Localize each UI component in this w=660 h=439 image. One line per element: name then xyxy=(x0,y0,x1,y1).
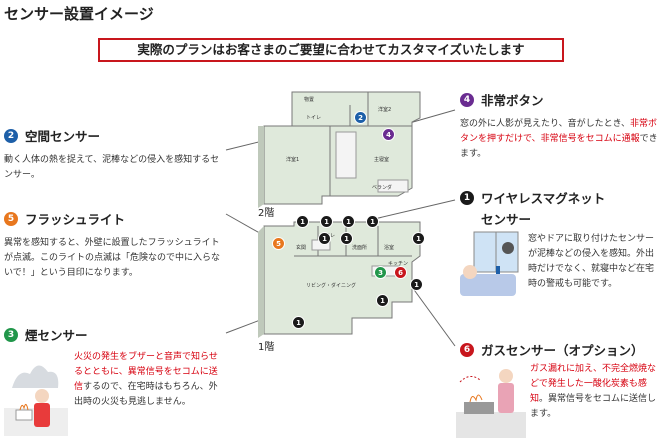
room-label: 主寝室 xyxy=(374,157,390,163)
sensor-number-badge: 4 xyxy=(460,92,474,107)
sensor-description-smoke: 火災の発生をブザーと音声で知らせるとともに、異常信号をセコムに送信するので、在宅… xyxy=(74,350,224,410)
sensor-pin-magnet: 1 xyxy=(292,316,305,329)
room-label: 洋室1 xyxy=(286,157,300,163)
sensor-name: ガスセンサー（オプション） xyxy=(481,343,644,358)
sensor-number-badge: 6 xyxy=(460,342,474,357)
sensor-heading-space: 2 空間センサー xyxy=(4,126,224,145)
magnet-illustration xyxy=(460,231,519,296)
sensor-pin-magnet: 1 xyxy=(342,215,355,228)
sensor-description-rest: できます。 xyxy=(460,134,658,159)
sensor-block-flashlight: 5 フラッシュライト 異常を感知すると、外壁に設置したフラッシュライトが点滅。こ… xyxy=(4,209,226,281)
sensor-description-highlight: 非常ボタンを押すだけで、非常信号をセコムに通報 xyxy=(460,119,658,144)
sensor-description: 異常を感知すると、外壁に設置したフラッシュライトが点滅。このライトの点滅は「危険… xyxy=(4,238,221,278)
sensor-block-emergency: 4 非常ボタン 窓の外に人影が見えたり、音がしたとき、非常ボタンを押すだけで、非… xyxy=(460,90,658,162)
sensor-pin-magnet: 1 xyxy=(318,232,331,245)
sensor-pin-magnet: 1 xyxy=(376,294,389,307)
sensor-pin-space: 2 xyxy=(354,111,367,124)
sensor-description-highlight: ガス漏れに加え、不完全燃焼などで発生した一酸化炭素も感知 xyxy=(530,364,657,404)
sensor-number-badge: 3 xyxy=(4,327,18,342)
room-label: キッチン xyxy=(388,261,409,267)
sensor-name: 煙センサー xyxy=(25,328,88,343)
sensor-name: 空間センサー xyxy=(25,129,101,144)
gas-illustration xyxy=(456,369,526,438)
sensor-block-space: 2 空間センサー 動く人体の熱を捉えて、泥棒などの侵入を感知するセンサー。 xyxy=(4,126,224,183)
sensor-heading-magnet: 1 ワイヤレスマグネット xyxy=(460,188,658,207)
room-label: ベランダ xyxy=(372,185,393,191)
room-label: 玄関 xyxy=(296,245,307,251)
sensor-pin-magnet: 1 xyxy=(320,215,333,228)
sensor-heading-smoke: 3 煙センサー xyxy=(4,325,226,344)
sensor-pin-magnet: 1 xyxy=(412,232,425,245)
room-label: リビング・ダイニング xyxy=(306,283,357,289)
sensor-pin-magnet: 1 xyxy=(340,232,353,245)
floor-label-1f: 1階 xyxy=(258,342,275,353)
sensor-block-magnet: 1 ワイヤレスマグネット センサー xyxy=(460,188,658,228)
sensor-description-lead: 窓の外に人影が見えたり、音がしたとき、 xyxy=(460,119,631,129)
sensor-description: 動く人体の熱を捉えて、泥棒などの侵入を感知するセンサー。 xyxy=(4,155,220,180)
sensor-description-highlight: 火災の発生をブザーと音声で知らせるとともに、異常信号をセコムに送信 xyxy=(74,352,218,392)
room-label: トイレ xyxy=(306,115,322,121)
notice-banner: 実際のプランはお客さまのご要望に合わせてカスタマイズいたします xyxy=(98,38,564,62)
room-label: 物置 xyxy=(304,97,315,103)
page-title: センサー設置イメージ xyxy=(4,5,154,23)
floor-label-2f: 2階 xyxy=(258,208,275,219)
sensor-number-badge: 5 xyxy=(4,211,18,226)
sensor-description-rest: するので、在宅時はもちろん、外出時の火災も見逃しません。 xyxy=(74,382,218,407)
sensor-pin-magnet: 1 xyxy=(296,215,309,228)
sensor-name: ワイヤレスマグネット xyxy=(481,191,606,206)
sensor-name: 非常ボタン xyxy=(481,93,544,108)
sensor-heading-flashlight: 5 フラッシュライト xyxy=(4,209,226,228)
sensor-block-gas: 6 ガスセンサー（オプション） xyxy=(460,340,658,359)
sensor-pin-gas: 6 xyxy=(394,266,407,279)
sensor-heading-emergency: 4 非常ボタン xyxy=(460,90,658,109)
sensor-heading-gas: 6 ガスセンサー（オプション） xyxy=(460,340,658,359)
sensor-pin-magnet: 1 xyxy=(410,278,423,291)
sensor-description: 窓の外に人影が見えたり、音がしたとき、非常ボタンを押すだけで、非常信号をセコムに… xyxy=(460,117,658,162)
sensor-number-badge: 1 xyxy=(460,190,474,205)
sensor-pin-emergency: 4 xyxy=(382,128,395,141)
sensor-name: フラッシュライト xyxy=(25,212,126,227)
floor-2f xyxy=(258,91,421,208)
sensor-name-line2: センサー xyxy=(481,212,532,227)
sensor-pin-magnet: 1 xyxy=(366,215,379,228)
sensor-pin-flashlight: 5 xyxy=(272,237,285,250)
sensor-pin-smoke: 3 xyxy=(374,266,387,279)
room-label: 浴室 xyxy=(384,245,395,251)
sensor-description-rest: 。異常信号をセコムに送信します。 xyxy=(530,394,657,419)
smoke-illustration xyxy=(4,365,68,436)
sensor-number-badge: 2 xyxy=(4,128,18,143)
room-label: 洋室2 xyxy=(378,107,392,113)
sensor-description-magnet: 窓やドアに取り付けたセンサーが泥棒などの侵入を感知。外出時だけでなく、就寝中など… xyxy=(528,234,655,289)
sensor-block-smoke: 3 煙センサー xyxy=(4,325,226,344)
room-label: 洗面所 xyxy=(352,245,368,251)
connector-line-magnet xyxy=(369,199,456,221)
sensor-description-gas: ガス漏れに加え、不完全燃焼などで発生した一酸化炭素も感知。異常信号をセコムに送信… xyxy=(530,362,658,422)
